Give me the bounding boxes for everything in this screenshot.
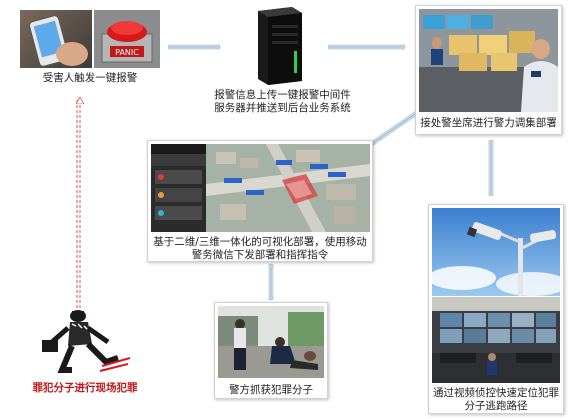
server-caption-line2: 服务器并推送到后台业务系统 xyxy=(214,102,351,114)
video-wall-photo xyxy=(432,297,560,383)
panic-button-photo: PANIC xyxy=(94,10,160,68)
cctv-camera-photo xyxy=(432,208,560,296)
dispatch-photo xyxy=(419,9,558,112)
mobile-app-screenshot xyxy=(151,144,206,232)
criminal-silhouette xyxy=(42,308,132,378)
map-caption-line2: 警务微信下发部署和指挥指令 xyxy=(191,249,329,261)
video-caption-line1: 通过视频侦控快速定位犯罪 xyxy=(433,387,559,399)
server-icon xyxy=(252,5,308,85)
server-caption-line1: 报警信息上传一键报警中间件 xyxy=(214,89,351,101)
victim-caption: 受害人触发一键报警 xyxy=(42,72,138,84)
node-video: 通过视频侦控快速定位犯罪 分子逃跑路径 xyxy=(428,204,564,414)
map-caption-line1: 基于二维/三维一体化的可视化部署，使用移动 xyxy=(153,236,367,248)
node-map: 基于二维/三维一体化的可视化部署，使用移动 警务微信下发部署和指挥指令 xyxy=(147,140,373,262)
node-dispatch: 接处警坐席进行警力调集部署 xyxy=(415,5,562,135)
panic-label: PANIC xyxy=(115,48,139,57)
video-caption-line2: 分子逃跑路径 xyxy=(464,400,528,412)
node-server: 报警信息上传一键报警中间件 服务器并推送到后台业务系统 xyxy=(195,5,370,115)
node-arrest: 警方抓获犯罪分子 xyxy=(214,302,328,399)
node-criminal: 罪犯分子进行现场犯罪 xyxy=(20,308,150,403)
criminal-caption: 罪犯分子进行现场犯罪 xyxy=(32,382,138,394)
dispatch-caption: 接处警坐席进行警力调集部署 xyxy=(420,117,557,129)
phone-photo xyxy=(20,10,92,68)
arrest-photo xyxy=(218,306,324,378)
node-victim: PANIC 受害人触发一键报警 xyxy=(20,10,160,90)
3d-map-view xyxy=(206,144,370,232)
arrest-caption: 警方抓获犯罪分子 xyxy=(229,384,313,396)
